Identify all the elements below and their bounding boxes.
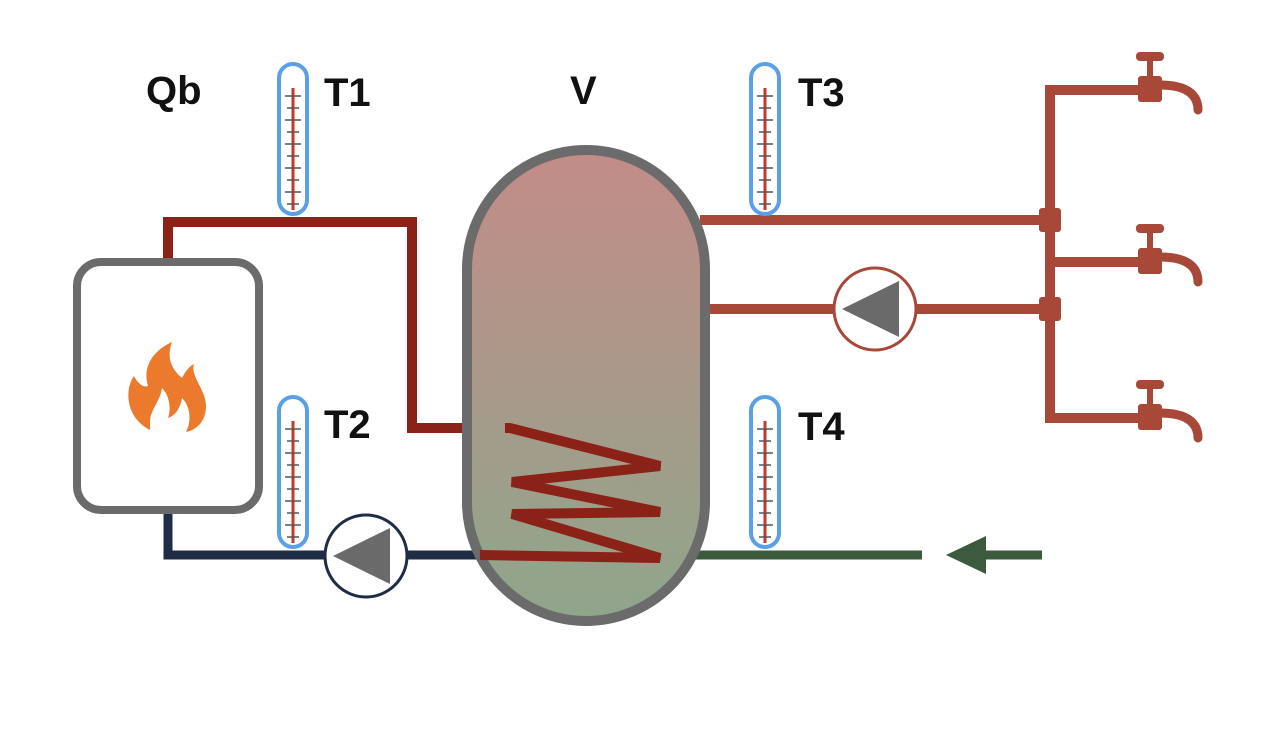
circulation-pump-icon [832,266,918,352]
storage-tank [462,145,710,626]
label-t1: T1 [324,71,371,115]
tee-fitting [1039,208,1061,232]
thermometer-icon [277,395,309,549]
arrow-left-icon [946,536,1042,574]
label-t2: T2 [324,403,371,447]
label-boiler-power: Qb [146,69,202,113]
flame-icon [128,342,206,432]
thermometer-icon [749,62,781,216]
thermometer-icon [749,395,781,549]
label-t3: T3 [798,71,845,115]
distribution-riser-pipe [1045,85,1150,423]
thermometer-t3 [749,62,781,216]
label-tank-volume: V [570,69,597,113]
thermometer-t1 [277,62,309,216]
boiler-flow-pipe [163,217,510,433]
water-tap-icon [1136,52,1203,115]
heating-coil [479,423,662,563]
water-tap-icon [1136,224,1203,287]
thermometer-t2 [277,395,309,549]
water-tap-icon [1136,380,1203,443]
thermometer-icon [277,62,309,216]
label-t4: T4 [798,405,845,449]
tee-fitting [1039,297,1061,321]
thermometer-t4 [749,395,781,549]
circulation-pump-icon [323,513,409,599]
